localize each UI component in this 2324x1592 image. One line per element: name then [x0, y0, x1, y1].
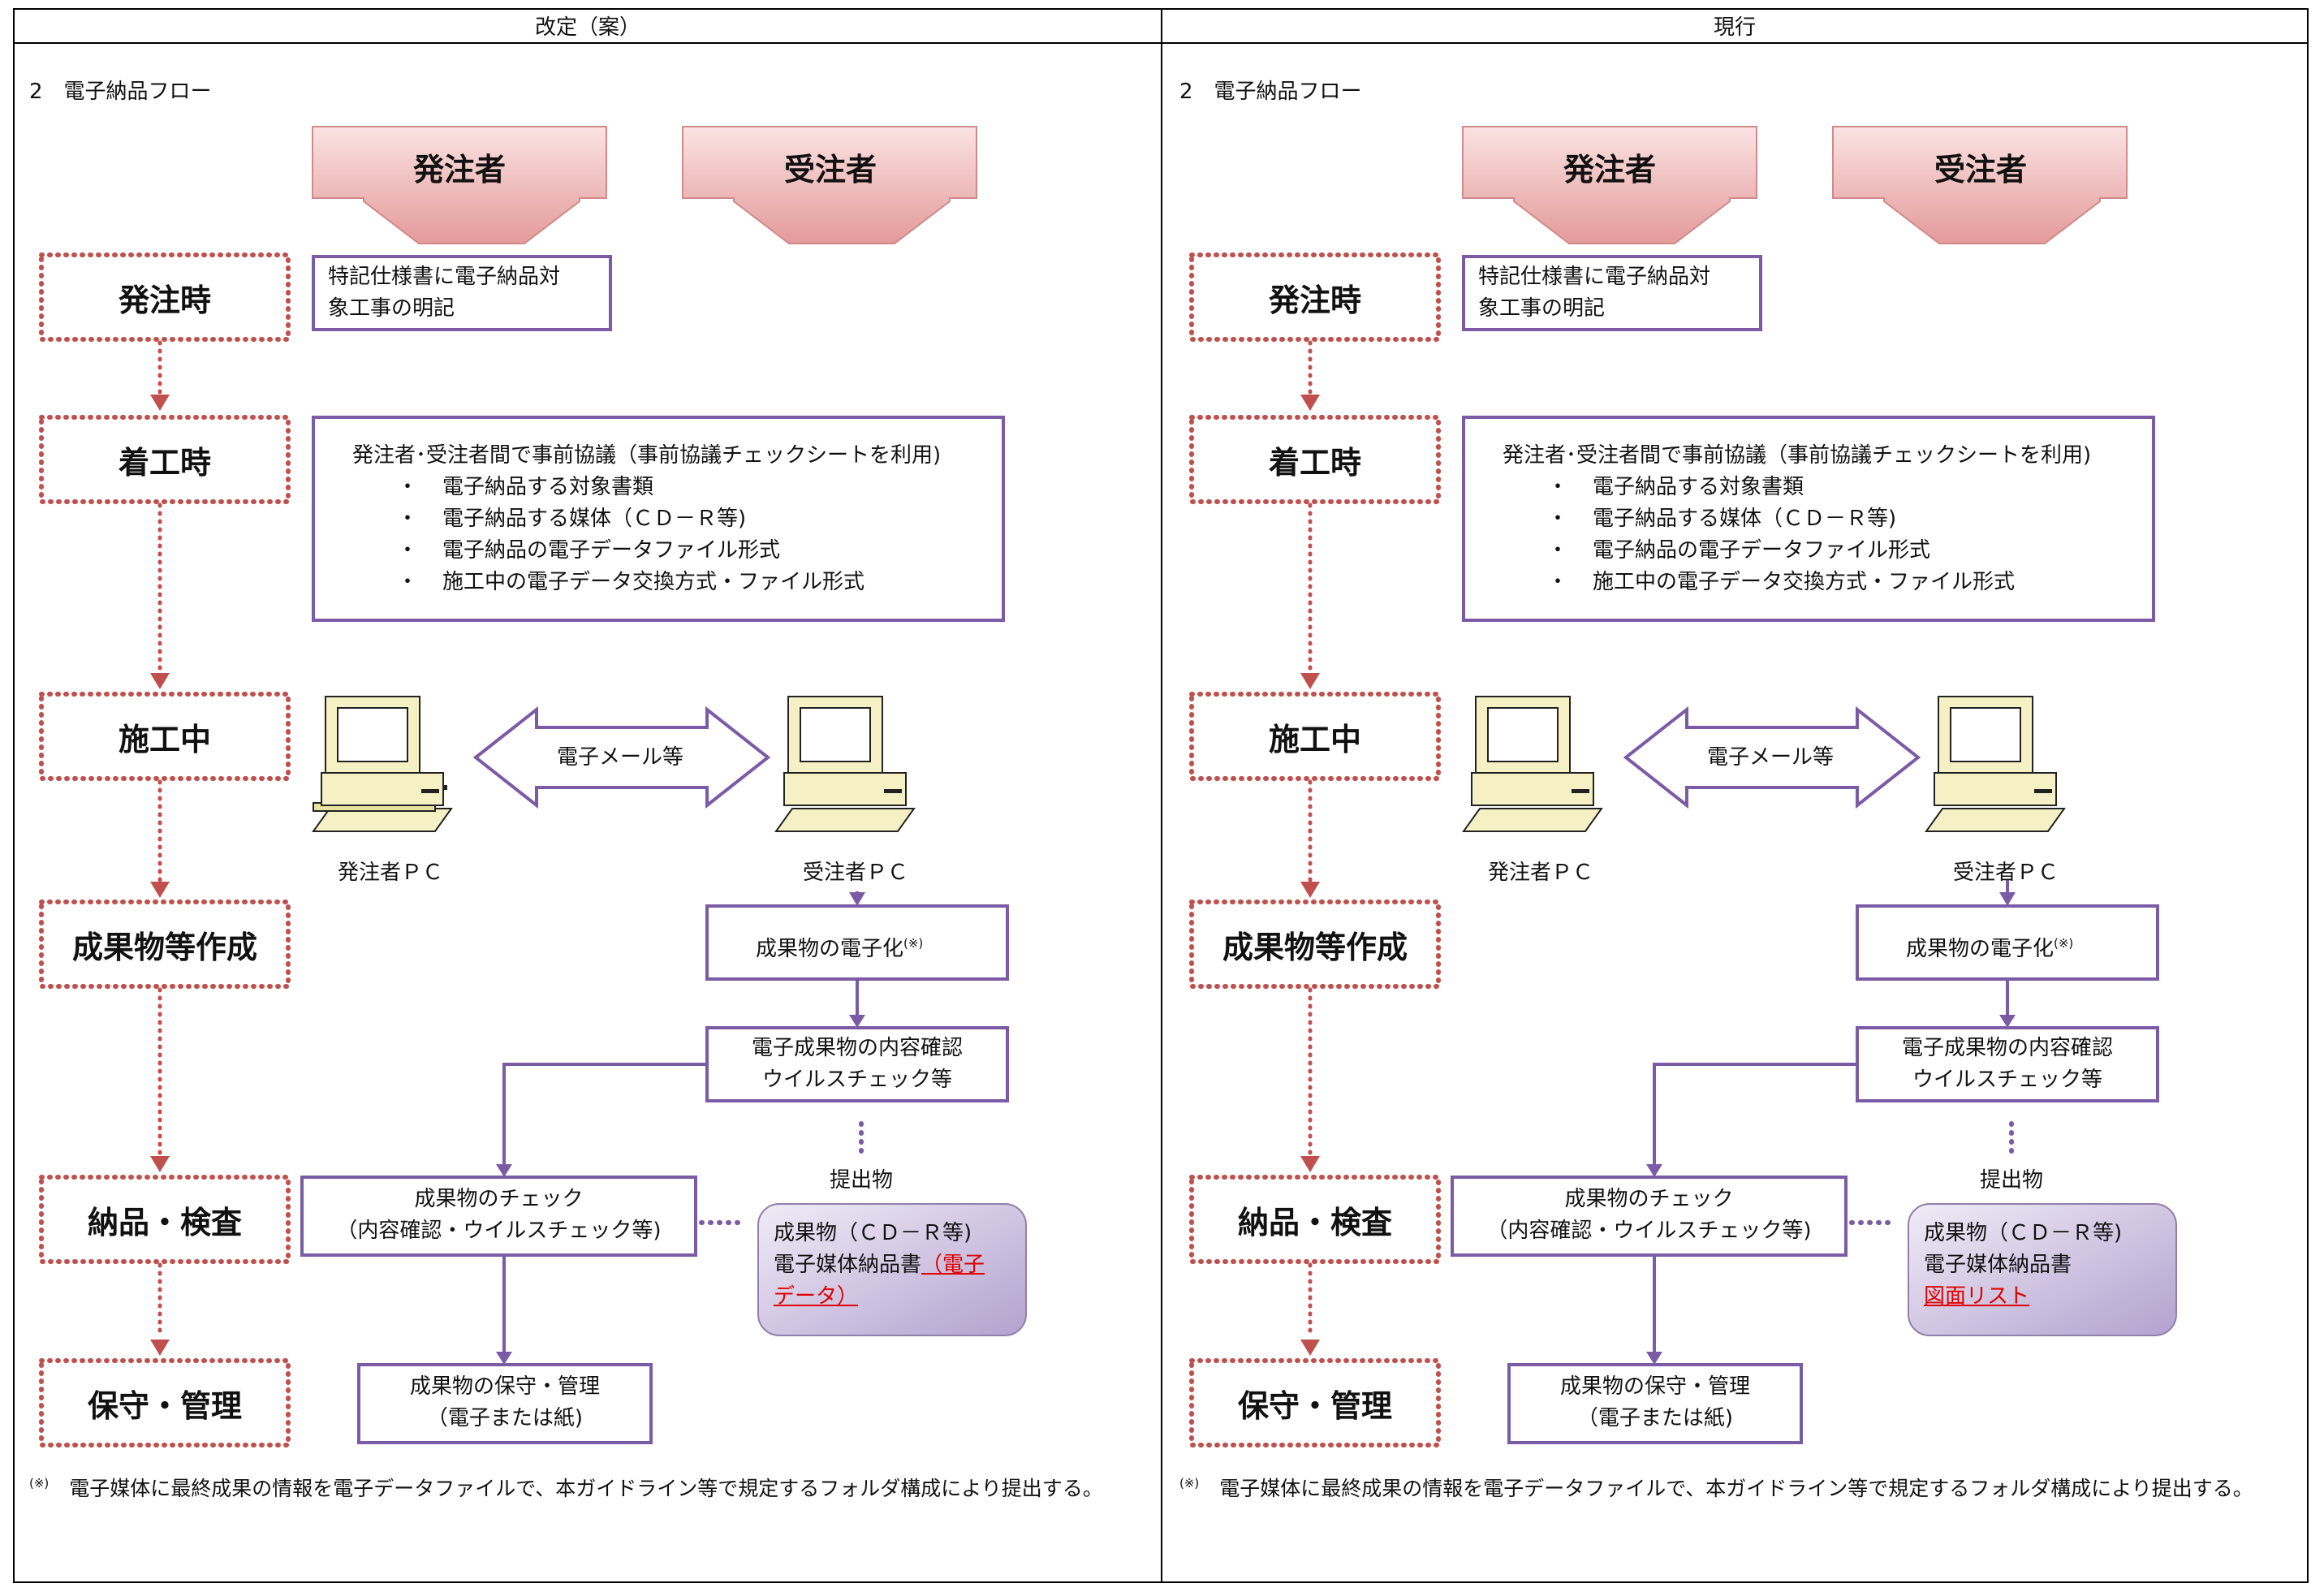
flow-arrowheads	[1646, 892, 2016, 1365]
role-contractor: 受注者	[1934, 152, 2028, 188]
order-box-text: 特記仕様書に電子納品対象工事の明記	[328, 265, 561, 321]
stage-construction: 施工中	[118, 721, 211, 757]
submission-box	[1908, 1203, 2177, 1336]
column-divider	[1161, 8, 1162, 1583]
digitize-text: 成果物の電子化(※)	[1906, 936, 2074, 961]
submission-dotted-links	[699, 1121, 864, 1225]
verify-text: 電子成果物の内容確認ウイルスチェック等	[1901, 1036, 2113, 1092]
check-text: 成果物のチェック（内容確認・ウイルスチェック等)	[1486, 1187, 1812, 1243]
consult-heading: 発注者･受注者間で事前協議（事前協議チェックシートを利用)	[1503, 443, 2092, 468]
verify-text: 電子成果物の内容確認ウイルスチェック等	[751, 1036, 963, 1092]
flow-diagram	[39, 126, 1027, 1447]
submission-text: 成果物（ＣＤ－Ｒ等) 電子媒体納品書 図面リスト	[1924, 1218, 2122, 1313]
stage-construction: 施工中	[1268, 721, 1361, 757]
orderer-pc-icon	[1462, 696, 1603, 832]
submit-label: 提出物	[1980, 1168, 2044, 1193]
process-boxes	[300, 255, 1009, 1444]
section-title: 2 電子納品フロー	[1179, 80, 1362, 104]
stage-start: 着工時	[118, 444, 211, 481]
column-header-revised: 改定（案）	[15, 8, 1161, 44]
orderer-pc-icon	[312, 696, 453, 832]
orderer-role-arrow	[1462, 126, 1757, 244]
consult-heading: 発注者･受注者間で事前協議（事前協議チェックシートを利用)	[352, 443, 942, 468]
stage-maintenance: 保守・管理	[1237, 1387, 1392, 1424]
maint-text: 成果物の保守・管理（電子または紙)	[1559, 1374, 1750, 1430]
stage-order: 発注時	[118, 282, 211, 318]
stage-borders	[39, 252, 291, 1447]
stage-start: 着工時	[1268, 444, 1361, 481]
role-orderer: 発注者	[1563, 152, 1657, 188]
email-double-arrow	[472, 705, 771, 809]
submission-dotted-links	[1849, 1121, 2014, 1225]
current-highlight: 図面リスト	[1924, 1284, 2030, 1309]
consult-box-text: 発注者･受注者間で事前協議（事前協議チェックシートを利用) ・電子納品する対象書…	[352, 440, 941, 598]
panel-current: 2 電子納品フロー 発注者 受注者 発注時 着工時 施工中 成果物等作成 納品・…	[1163, 44, 2311, 1583]
role-orderer: 発注者	[413, 152, 507, 188]
flow-diagram	[1189, 126, 2177, 1447]
order-box-text: 特記仕様書に電子納品対象工事の明記	[1478, 265, 1711, 321]
process-boxes	[1451, 255, 2159, 1444]
consult-box-text: 発注者･受注者間で事前協議（事前協議チェックシートを利用) ・電子納品する対象書…	[1503, 440, 2091, 598]
column-header-current: 現行	[1162, 8, 2307, 44]
orderer-role-arrow	[312, 126, 607, 244]
contractor-role-arrow	[682, 126, 977, 244]
check-text: 成果物のチェック（内容確認・ウイルスチェック等)	[336, 1187, 662, 1243]
stage-maintenance: 保守・管理	[87, 1387, 242, 1424]
flow-connectors	[1653, 880, 2009, 1357]
orderer-pc-label: 発注者ＰＣ	[1488, 861, 1594, 885]
contractor-pc-icon	[1925, 696, 2066, 832]
email-label: 電子メール等	[557, 745, 684, 770]
revised-highlight: （電子	[921, 1253, 985, 1277]
stage-borders	[1189, 252, 1441, 1447]
panel-revised: 2 電子納品フロー 発注者 受注者 発注時 着工時 施工中 成果物等作成 納品・…	[13, 44, 1161, 1583]
submit-label: 提出物	[830, 1168, 894, 1193]
digitize-text: 成果物の電子化(※)	[756, 936, 924, 961]
stage-arrowheads	[150, 395, 170, 1356]
contractor-role-arrow	[1832, 126, 2128, 244]
stage-delivery: 納品・検査	[87, 1204, 242, 1240]
flow-arrowheads	[496, 892, 865, 1365]
footnote: (※) 電子媒体に最終成果の情報を電子データファイルで、本ガイドライン等で規定す…	[29, 1476, 1103, 1500]
footnote: (※) 電子媒体に最終成果の情報を電子データファイルで、本ガイドライン等で規定す…	[1179, 1476, 2253, 1500]
email-label: 電子メール等	[1707, 745, 1835, 770]
stage-delivery: 納品・検査	[1237, 1204, 1392, 1240]
stage-order: 発注時	[1268, 282, 1361, 318]
email-double-arrow	[1623, 705, 1921, 809]
stage-arrowheads	[1300, 395, 1320, 1356]
contractor-pc-icon	[774, 696, 916, 832]
orderer-pc-label: 発注者ＰＣ	[338, 861, 444, 885]
contractor-pc-label: 受注者ＰＣ	[1953, 861, 2059, 885]
section-title: 2 電子納品フロー	[29, 80, 212, 104]
submission-box	[757, 1203, 1027, 1336]
submission-text: 成果物（ＣＤ－Ｒ等) 電子媒体納品書（電子 データ）	[774, 1221, 985, 1309]
stage-deliverables: 成果物等作成	[71, 929, 257, 965]
stage-deliverables: 成果物等作成	[1222, 929, 1408, 965]
role-contractor: 受注者	[784, 152, 877, 188]
contractor-pc-label: 受注者ＰＣ	[803, 861, 909, 885]
maint-text: 成果物の保守・管理（電子または紙)	[409, 1374, 600, 1430]
